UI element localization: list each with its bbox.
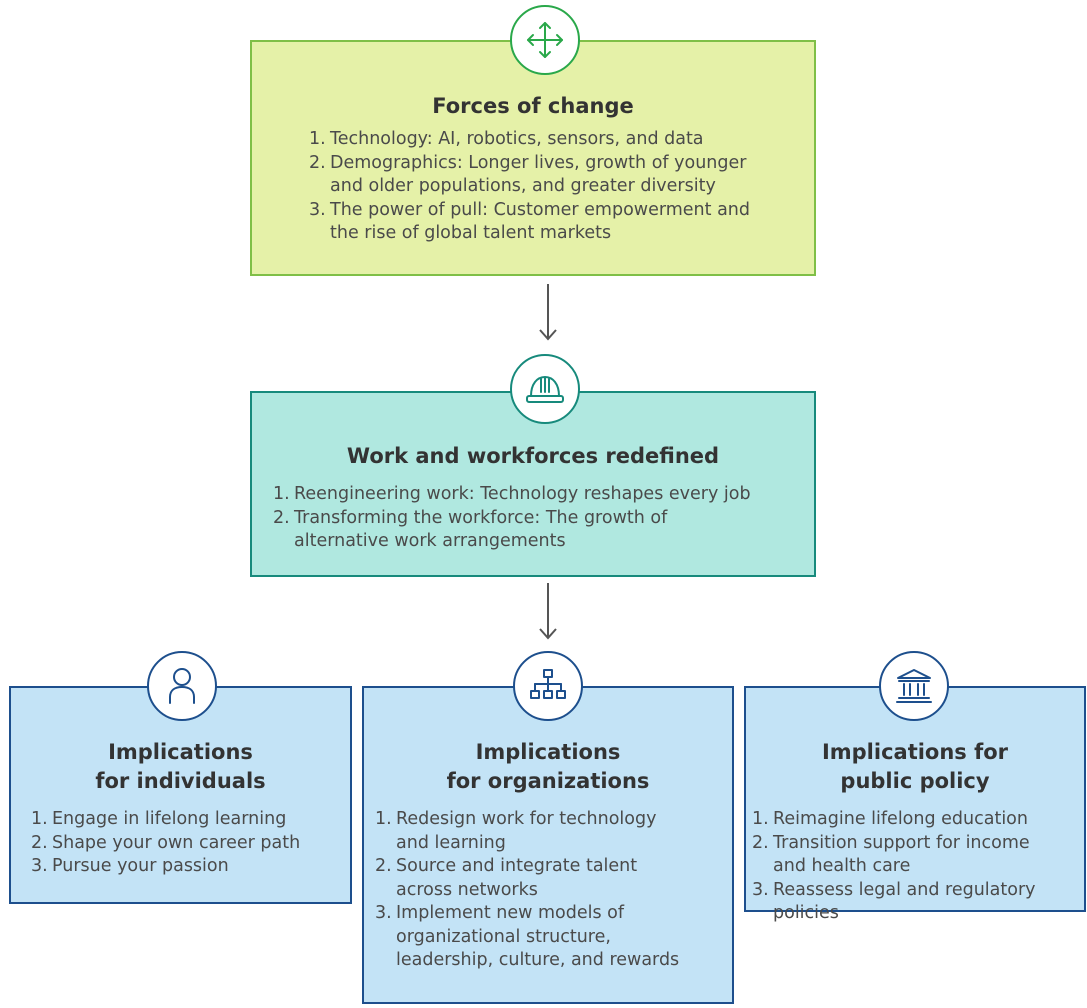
move-arrows-icon [510,5,580,75]
list-item: 1.Engage in lifelong learning [31,809,287,829]
list-item: 1.Technology: AI, robotics, sensors, and… [309,129,704,149]
list-item: 3.Pursue your passion [31,856,229,876]
work-title: Work and workforces redefined [346,444,720,468]
person-icon [147,651,217,721]
forces-of-change-box: Forces of change 1.Technology: AI, robot… [250,40,816,276]
forces-list: 1.Technology: AI, robotics, sensors, and… [309,128,804,246]
list-item: 1.Reimagine lifelong education [752,809,1028,829]
hard-hat-icon [510,354,580,424]
government-building-icon [879,651,949,721]
list-item: 1.Reengineering work: Technology reshape… [273,484,751,504]
forces-title: Forces of change [432,94,634,118]
list-item: 2.Shape your own career path [31,832,301,853]
list-item: 3.The power of pull: Customer empowermen… [309,199,750,244]
list-item: 2.Demographics: Longer lives, growth of … [309,152,747,197]
policy-list: 1.Reimagine lifelong education 2.Transit… [752,808,1080,926]
individuals-list: 1.Engage in lifelong learning 2.Shape yo… [31,808,344,879]
work-list: 1.Reengineering work: Technology reshape… [273,483,804,554]
list-item: 2.Transforming the workforce: The growth… [273,507,668,552]
down-arrow-icon [539,583,557,640]
org-chart-icon [513,651,583,721]
down-arrow-icon [539,284,557,341]
